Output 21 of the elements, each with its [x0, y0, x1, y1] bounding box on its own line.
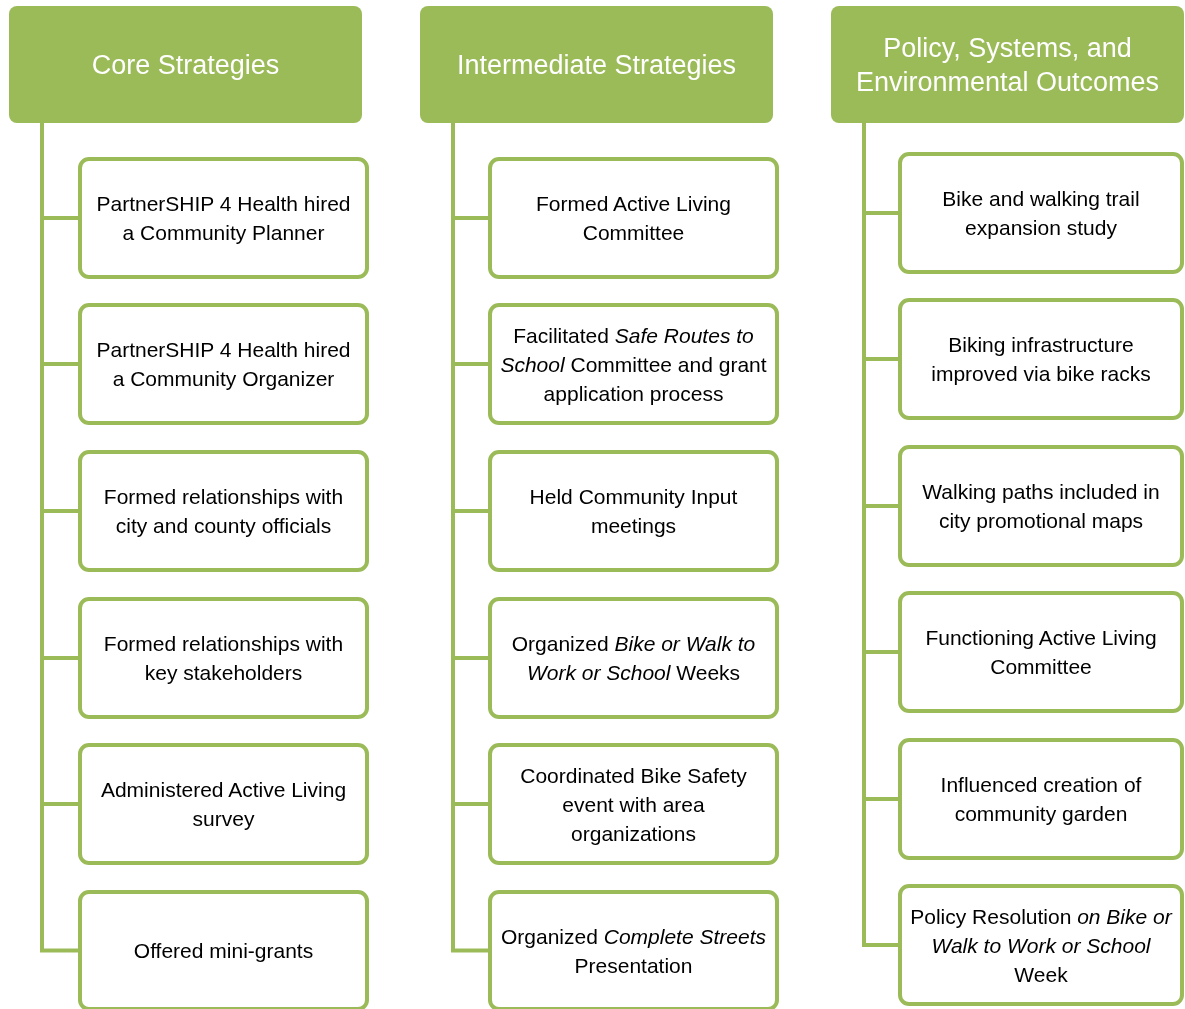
strategy-box: Policy Resolution on Bike or Walk to Work or School Week [898, 884, 1184, 1006]
strategy-box: Functioning Active Living Committee [898, 591, 1184, 713]
strategy-box: Facilitated Safe Routes to School Committee and grant application process [488, 303, 779, 425]
column-header: Core Strategies [9, 6, 362, 123]
strategy-box: Organized Bike or Walk to Work or School Weeks [488, 597, 779, 719]
strategy-box: Offered mini-grants [78, 890, 369, 1009]
strategy-box: Held Community Input meetings [488, 450, 779, 572]
strategy-box: Organized Complete Streets Presentation [488, 890, 779, 1009]
strategy-box: Formed Active Living Committee [488, 157, 779, 279]
strategy-box: PartnerSHIP 4 Health hired a Community Planner [78, 157, 369, 279]
strategy-box: PartnerSHIP 4 Health hired a Community Organizer [78, 303, 369, 425]
strategy-box: Coordinated Bike Safety event with area organizations [488, 743, 779, 865]
strategy-box: Bike and walking trail expansion study [898, 152, 1184, 274]
strategy-box: Formed relationships with city and county officials [78, 450, 369, 572]
strategy-box: Formed relationships with key stakeholders [78, 597, 369, 719]
strategy-box: Walking paths included in city promotional maps [898, 445, 1184, 567]
strategy-box: Administered Active Living survey [78, 743, 369, 865]
column-header: Intermediate Strategies [420, 6, 773, 123]
strategy-box: Biking infrastructure improved via bike racks [898, 298, 1184, 420]
column-header: Policy, Systems, and Environmental Outcomes [831, 6, 1184, 123]
strategy-box: Influenced creation of community garden [898, 738, 1184, 860]
